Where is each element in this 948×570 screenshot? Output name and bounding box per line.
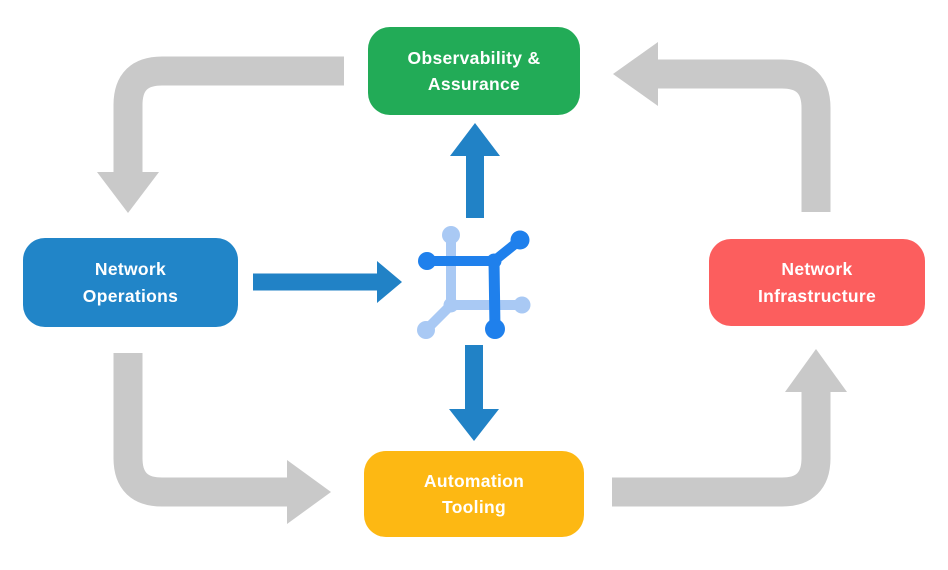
node-automation-tooling: Automation Tooling (364, 451, 584, 537)
network-mesh-icon (417, 226, 531, 339)
arrow-shaft (113, 353, 288, 507)
arrow-infrastructure-to-observability (613, 42, 831, 212)
icon-dark-dot-bottom (485, 319, 505, 339)
icon-light-dot-top (442, 226, 460, 244)
arrow-shaft (657, 59, 831, 212)
icon-bottom-left-diagonal (421, 300, 456, 335)
arrow-observability-to-operations (97, 56, 344, 213)
node-network-operations: Network Operations (23, 238, 238, 327)
arrow-operations-to-hub (253, 261, 402, 303)
arrow-head (97, 172, 159, 213)
arrow-head (377, 261, 402, 303)
node-infrastructure-label: Network Infrastructure (758, 259, 876, 306)
arrow-head (785, 349, 847, 392)
arrow-shaft (612, 391, 831, 507)
icon-light-dot-bottom-left (417, 321, 435, 339)
icon-right-edge (488, 255, 501, 335)
node-observability-label: Observability & Assurance (407, 47, 541, 94)
icon-dark-dot-top-right (510, 230, 530, 250)
node-automation-label: Automation Tooling (423, 470, 525, 517)
icon-light-dot-right (513, 296, 531, 314)
icon-light-node (443, 297, 459, 313)
arrow-head (450, 123, 500, 156)
icon-top-right-diagonal (489, 235, 525, 266)
arrow-head (287, 460, 331, 524)
icon-dark-dot-left (418, 252, 436, 270)
arrow-head (613, 42, 658, 106)
arrow-operations-to-automation (113, 353, 331, 524)
arrow-hub-to-observability (450, 123, 500, 218)
arrow-shaft (113, 56, 344, 174)
icon-dark-node (486, 253, 502, 269)
arrow-hub-to-automation (449, 345, 499, 441)
node-network-infrastructure: Network Infrastructure (709, 239, 925, 326)
node-operations-label: Network Operations (82, 259, 179, 306)
arrow-automation-to-infrastructure (612, 349, 847, 507)
arrow-head (449, 409, 499, 441)
node-observability-assurance: Observability & Assurance (368, 27, 580, 115)
